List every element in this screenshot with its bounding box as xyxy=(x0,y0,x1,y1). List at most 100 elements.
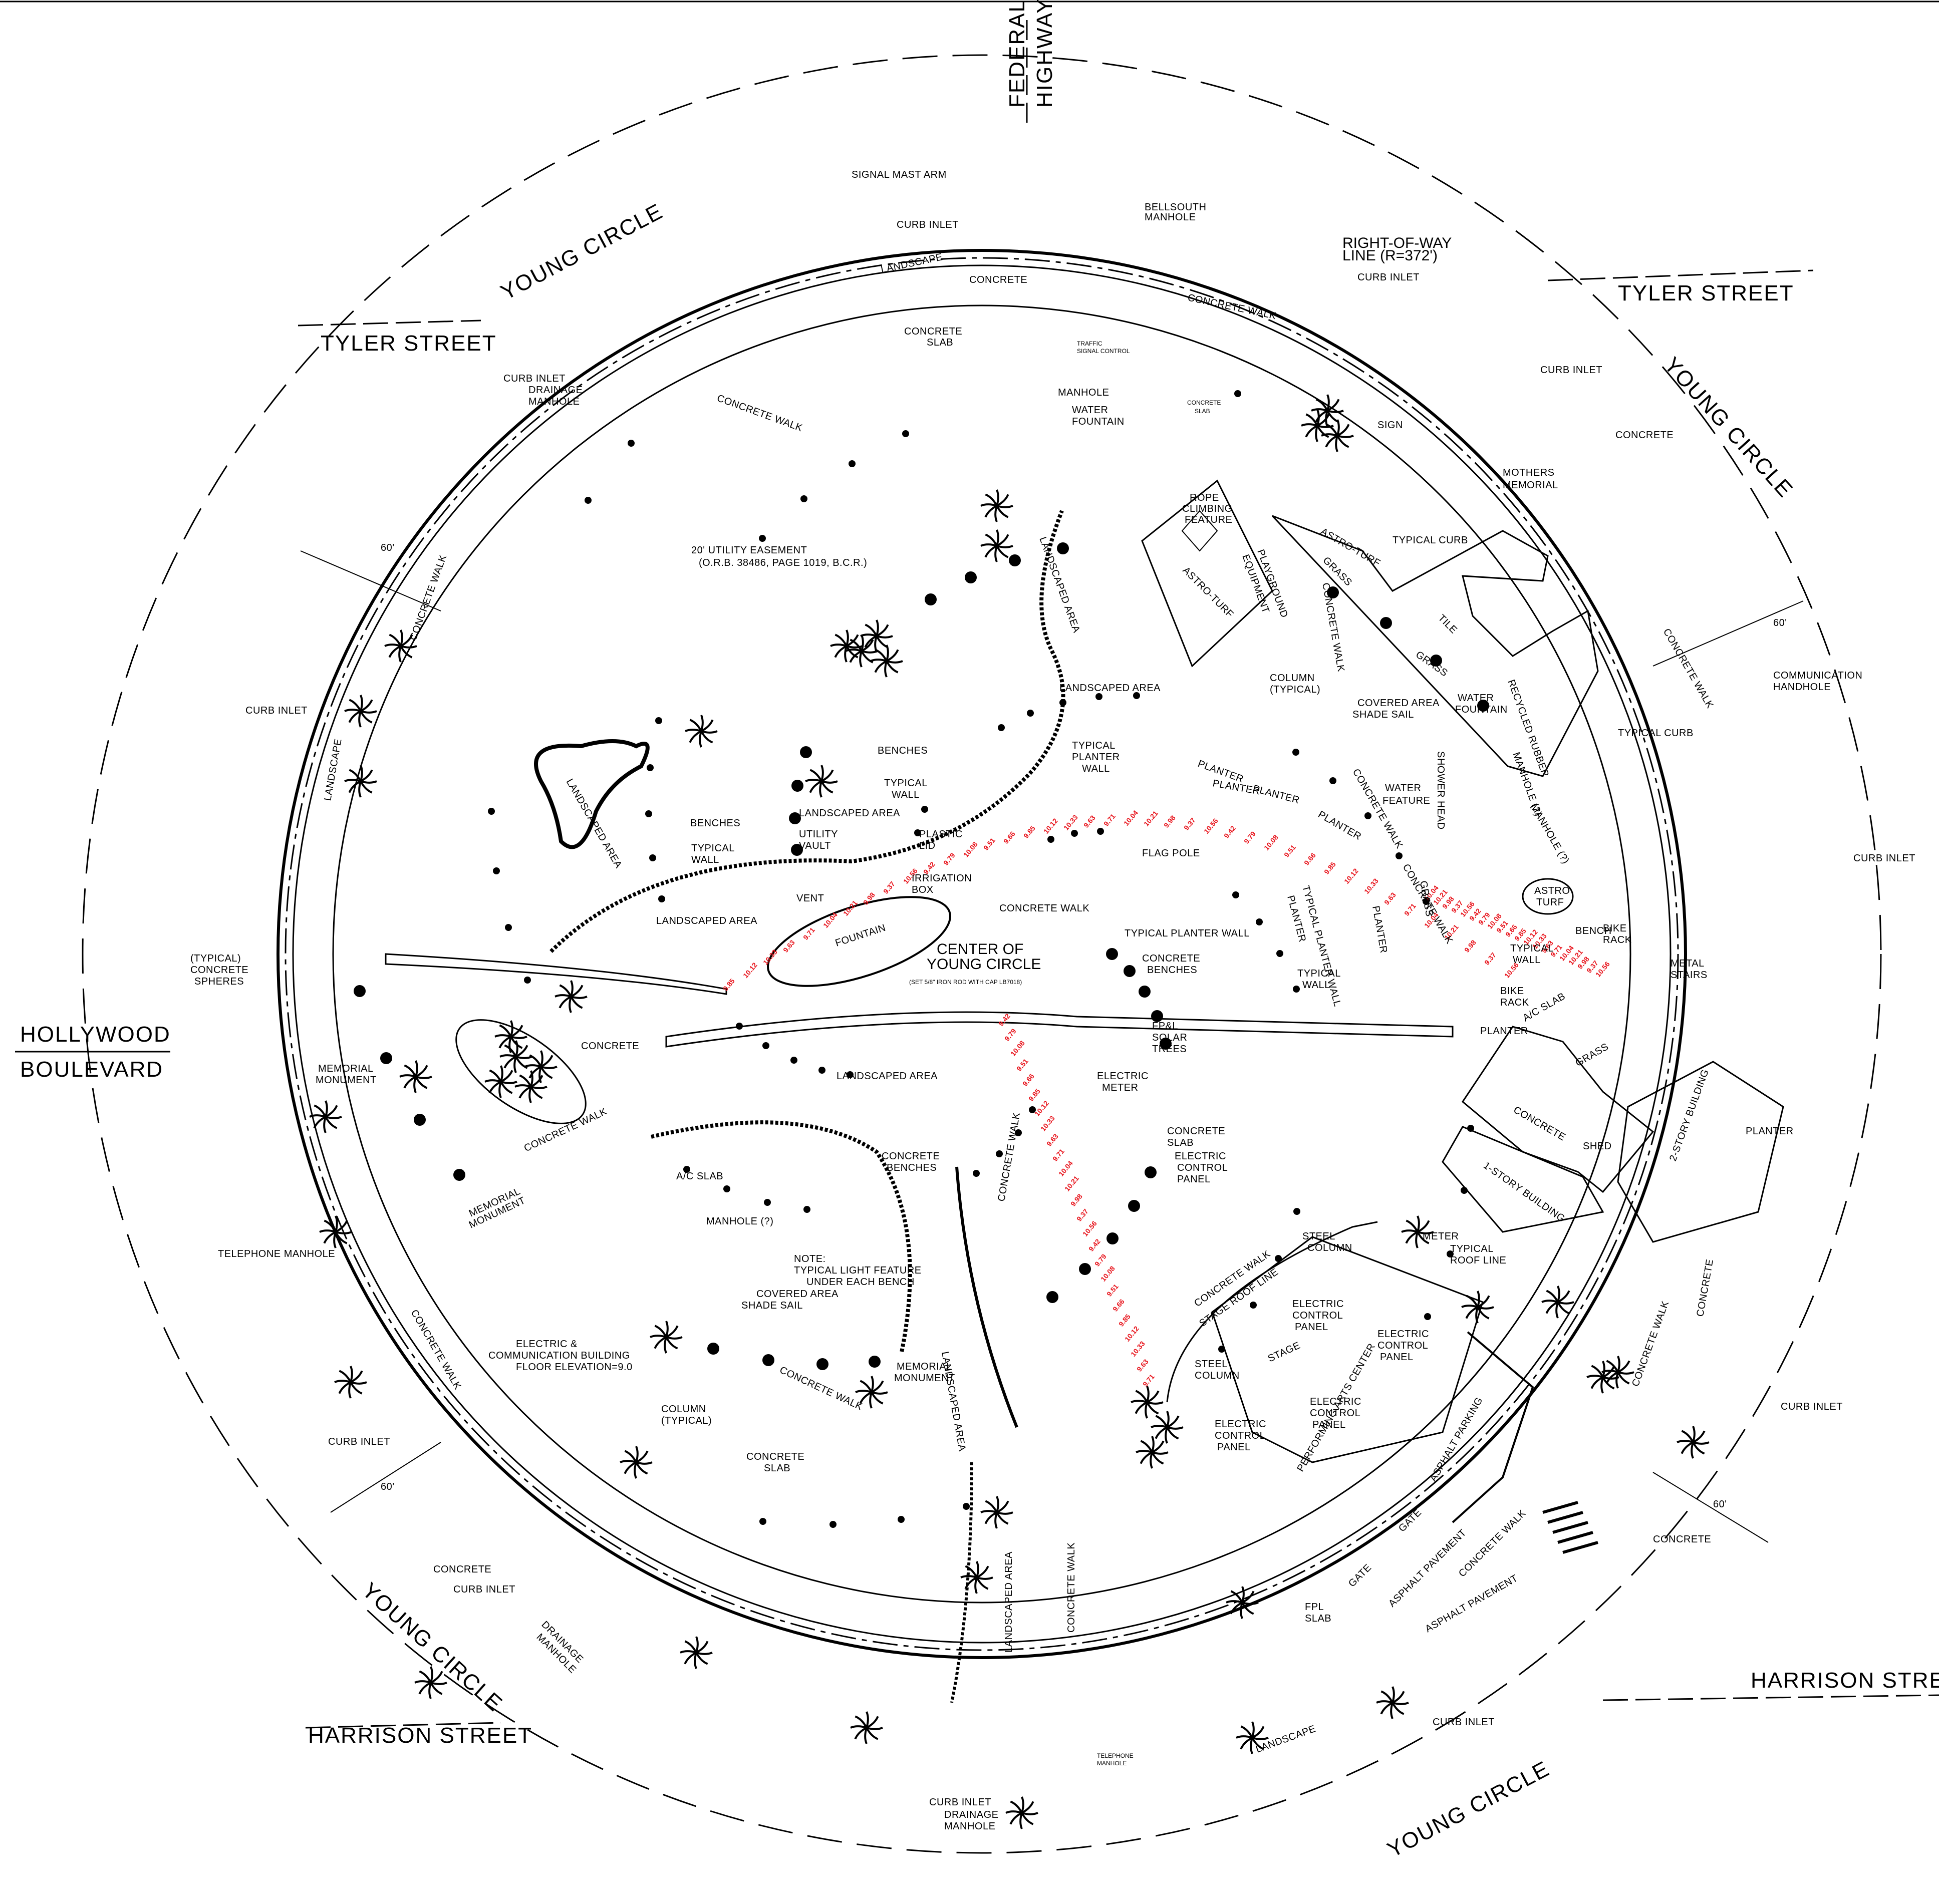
astro-turf-path xyxy=(1271,515,1599,777)
ecp-1-label-3: PANEL xyxy=(1295,1322,1328,1333)
spot-elevation: 9.42 xyxy=(1087,1237,1102,1253)
palm-tree-icon xyxy=(1376,1686,1409,1719)
rope-label-3: FEATURE xyxy=(1185,514,1232,525)
memorial-monument-w-label-1: MEMORIAL xyxy=(318,1063,374,1074)
asphalt-pavement-label-2: ASPHALT PAVEMENT xyxy=(1424,1572,1520,1635)
solar-trees-label-3: TREES xyxy=(1152,1044,1187,1055)
survey-marker-icon xyxy=(965,571,977,583)
young-circle-se: YOUNG CIRCLE xyxy=(1383,1756,1554,1862)
typical-curb-n-label: TYPICAL CURB xyxy=(1393,535,1468,546)
outer-curb-line xyxy=(276,249,1687,1659)
ecp-4-label-3: PANEL xyxy=(1217,1442,1251,1453)
survey-marker-icon xyxy=(829,1521,837,1528)
palm-tree-icon xyxy=(344,765,377,798)
planter-se-label: PLANTER xyxy=(1746,1126,1794,1137)
federal-highway-label-2: HIGHWAY xyxy=(1032,0,1057,108)
survey-marker-icon xyxy=(1071,830,1078,837)
triangle-landscaped-area xyxy=(534,739,650,849)
palm-tree-icon xyxy=(1005,1796,1038,1829)
bellsouth-label-1: BELLSOUTH xyxy=(1145,202,1206,213)
survey-marker-icon xyxy=(683,1166,690,1173)
survey-marker-icon xyxy=(1128,1200,1140,1212)
survey-marker-icon xyxy=(453,1169,465,1181)
survey-marker-icon xyxy=(1430,655,1442,667)
drainage-manhole-s-label-2: MANHOLE xyxy=(944,1821,995,1832)
palm-tree-icon xyxy=(414,1666,447,1699)
survey-marker-icon xyxy=(790,1057,797,1064)
ecp-2-label-3: PANEL xyxy=(1380,1352,1414,1363)
covered-area-w-label-1: COVERED AREA xyxy=(756,1289,839,1300)
spot-elevation: 9.66 xyxy=(1002,830,1017,845)
palm-tree-icon xyxy=(1236,1721,1269,1754)
shed-label: SHED xyxy=(1583,1141,1612,1152)
crosswalk xyxy=(1542,1501,1598,1554)
survey-marker-icon xyxy=(1059,699,1066,706)
palm-tree-icon xyxy=(805,765,838,798)
meter-label: METER xyxy=(1423,1231,1459,1242)
spot-elevation: 9.85 xyxy=(1027,1087,1042,1103)
signal-mast-arm-label: SIGNAL MAST ARM xyxy=(852,169,947,180)
landscaped-area-s-label: LANDSCAPED AREA xyxy=(837,1071,938,1082)
ecp-c-label-2: CONTROL xyxy=(1177,1162,1228,1173)
mothers-memorial-label-2: MEMORIAL xyxy=(1503,480,1558,491)
survey-marker-icon xyxy=(1047,836,1054,843)
easement-label-2: (O.R.B. 38486, PAGE 1019, B.C.R.) xyxy=(699,557,867,568)
palm-tree-icon xyxy=(685,715,718,748)
spot-elevation: 10.12 xyxy=(1123,1325,1141,1343)
bench-e-label: BENCH xyxy=(1575,925,1612,936)
shower-head-label: SHOWER HEAD xyxy=(1435,751,1446,830)
typical-wall-se-label-1: TYPICAL xyxy=(1510,943,1554,954)
concrete-walk-c2-label: CONCRETE WALK xyxy=(1320,582,1346,673)
sidewalk-edge xyxy=(332,304,1631,1604)
survey-marker-icon xyxy=(505,924,512,931)
manhole-n-label: MANHOLE xyxy=(1058,387,1109,398)
spot-elevation: 10.33 xyxy=(761,948,779,967)
rope-label-2: CLIMBING xyxy=(1182,503,1233,514)
plastic-lid-label-2: LID xyxy=(919,840,936,851)
center-title-1: CENTER OF xyxy=(937,941,1023,958)
young-circle-sw: YOUNG CIRCLE xyxy=(357,1578,507,1717)
survey-marker-icon xyxy=(1232,891,1239,898)
survey-marker-icon xyxy=(898,1516,905,1523)
asphalt-pavement-label-1: ASPHALT PAVEMENT xyxy=(1387,1527,1469,1610)
curb-inlet-e-label: CURB INLET xyxy=(1853,853,1915,864)
concrete-walk-center-label: CONCRETE WALK xyxy=(999,903,1089,914)
survey-marker-icon xyxy=(488,808,495,815)
curb-inlet-w-label: CURB INLET xyxy=(245,705,308,716)
palm-tree-icon xyxy=(680,1636,713,1669)
drainage-manhole-s-label-1: DRAINAGE xyxy=(944,1809,998,1820)
survey-marker-icon xyxy=(524,977,531,984)
survey-marker-icon xyxy=(1380,617,1392,629)
asphalt-parking-label: ASPHALT PARKING xyxy=(1428,1395,1485,1483)
astro-turf-label-2: ASTRO-TURF xyxy=(1180,565,1235,620)
tyler-street-right: TYLER STREET xyxy=(1618,281,1794,305)
curb-inlet-sw2-label: CURB INLET xyxy=(453,1584,515,1595)
planter-wall-long-label: TYPICAL PLANTER WALL xyxy=(1125,928,1250,939)
water-fountain-e-label-2: FOUNTAIN xyxy=(1455,704,1508,715)
survey-marker-icon xyxy=(849,460,856,467)
water-fountain-e-label-1: WATER xyxy=(1458,693,1494,704)
palm-tree-icon xyxy=(1401,1215,1434,1248)
benches-w-label: BENCHES xyxy=(690,818,740,829)
spot-elevation: 9.85 xyxy=(1117,1313,1132,1328)
palm-tree-icon xyxy=(960,1561,993,1594)
survey-marker-icon xyxy=(1467,1125,1474,1132)
palm-tree-icon xyxy=(499,1040,532,1073)
landscape-wall-north xyxy=(549,510,1065,953)
spot-elevation: 10.21 xyxy=(1142,809,1160,828)
plastic-lid-label-1: PLASTIC xyxy=(919,829,963,840)
spot-elevation: 9.79 xyxy=(942,851,957,867)
fpl-slab-label-1: FPL xyxy=(1305,1602,1324,1613)
rope-climbing-feature xyxy=(1181,510,1218,552)
concrete-ne-label: CONCRETE xyxy=(1615,430,1674,441)
harrison-street-left-line xyxy=(305,1722,501,1729)
ecp-3-label-3: PANEL xyxy=(1312,1419,1346,1430)
telephone-manhole-s-label-1: TELEPHONE xyxy=(1097,1752,1134,1759)
concrete-slab-ne-label-1: CONCRETE xyxy=(1187,399,1221,406)
spot-elevation: 10.12 xyxy=(741,961,759,980)
survey-marker-icon xyxy=(1329,777,1336,784)
palm-tree-icon xyxy=(855,1376,888,1409)
water-feature-label-1: WATER xyxy=(1385,783,1422,794)
survey-marker-icon xyxy=(1327,586,1339,598)
concrete-slab-c-label-1: CONCRETE xyxy=(1167,1126,1225,1137)
